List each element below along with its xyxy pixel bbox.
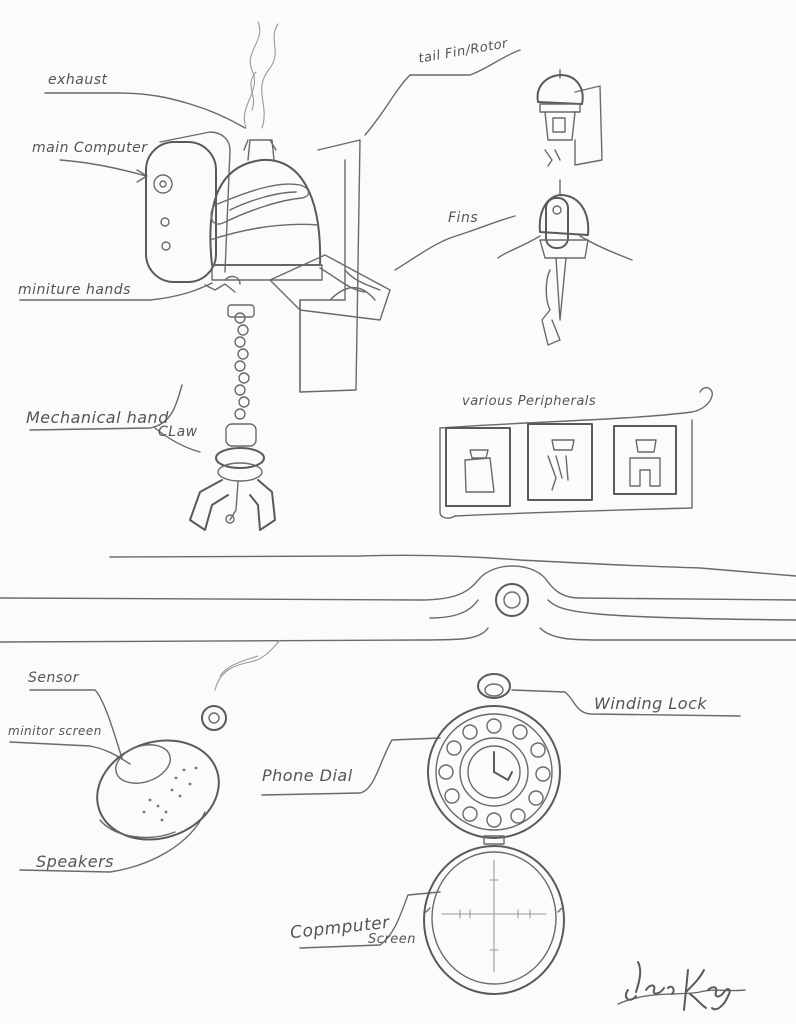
winding-lock-leader bbox=[511, 689, 741, 717]
label-fins: Fins bbox=[448, 210, 479, 226]
watch-screen-lid bbox=[423, 845, 565, 995]
label-claw: CLaw bbox=[158, 424, 198, 440]
pocket-device-body bbox=[96, 739, 220, 841]
gear-icon bbox=[153, 174, 173, 194]
label-miniture-hands: miniture hands bbox=[18, 282, 131, 298]
fins-leader bbox=[394, 215, 516, 271]
watch-outer-ring bbox=[427, 705, 561, 839]
sensor-leader bbox=[29, 689, 123, 759]
mechanical-hand-leader bbox=[29, 384, 201, 453]
phone-dial-holes bbox=[438, 718, 551, 828]
chain bbox=[234, 312, 250, 420]
divider-line bbox=[0, 565, 796, 601]
phone-dial-leader bbox=[261, 737, 441, 796]
label-winding-lock: Winding Lock bbox=[594, 694, 708, 713]
exhaust-leader bbox=[44, 92, 246, 129]
label-various-peripherals: various Peripherals bbox=[462, 394, 597, 409]
exhaust-smoke bbox=[243, 21, 261, 129]
device-smoke bbox=[214, 639, 281, 691]
minitor-screen-leader bbox=[9, 741, 131, 765]
label-speakers: Speakers bbox=[36, 852, 114, 871]
label-main-computer: main Computer bbox=[32, 140, 148, 156]
main-computer-box bbox=[145, 141, 217, 283]
claw-sketch bbox=[189, 423, 276, 531]
label-minitor-screen: minitor screen bbox=[8, 724, 102, 738]
speakers-leader bbox=[19, 811, 206, 873]
device-gear-icon bbox=[201, 705, 227, 731]
decorated-arm bbox=[269, 254, 391, 321]
computer-screen-leader bbox=[299, 891, 441, 949]
divider-gear-icon bbox=[495, 583, 529, 617]
main-computer-leader bbox=[59, 159, 147, 177]
label-screen: Screen bbox=[368, 932, 416, 947]
miniture-hands-sketch bbox=[204, 275, 241, 293]
robot-dome bbox=[209, 158, 322, 266]
peripherals-scroll bbox=[439, 386, 713, 519]
winding-lock-ring bbox=[477, 673, 511, 699]
fins-view bbox=[497, 179, 633, 346]
label-sensor: Sensor bbox=[28, 670, 79, 686]
tail-fin-view bbox=[536, 69, 603, 167]
label-phone-dial: Phone Dial bbox=[262, 766, 353, 785]
label-exhaust: exhaust bbox=[48, 72, 108, 88]
tail-fin-leader bbox=[364, 49, 521, 136]
label-mechanical-hand: Mechanical hand bbox=[26, 408, 169, 427]
